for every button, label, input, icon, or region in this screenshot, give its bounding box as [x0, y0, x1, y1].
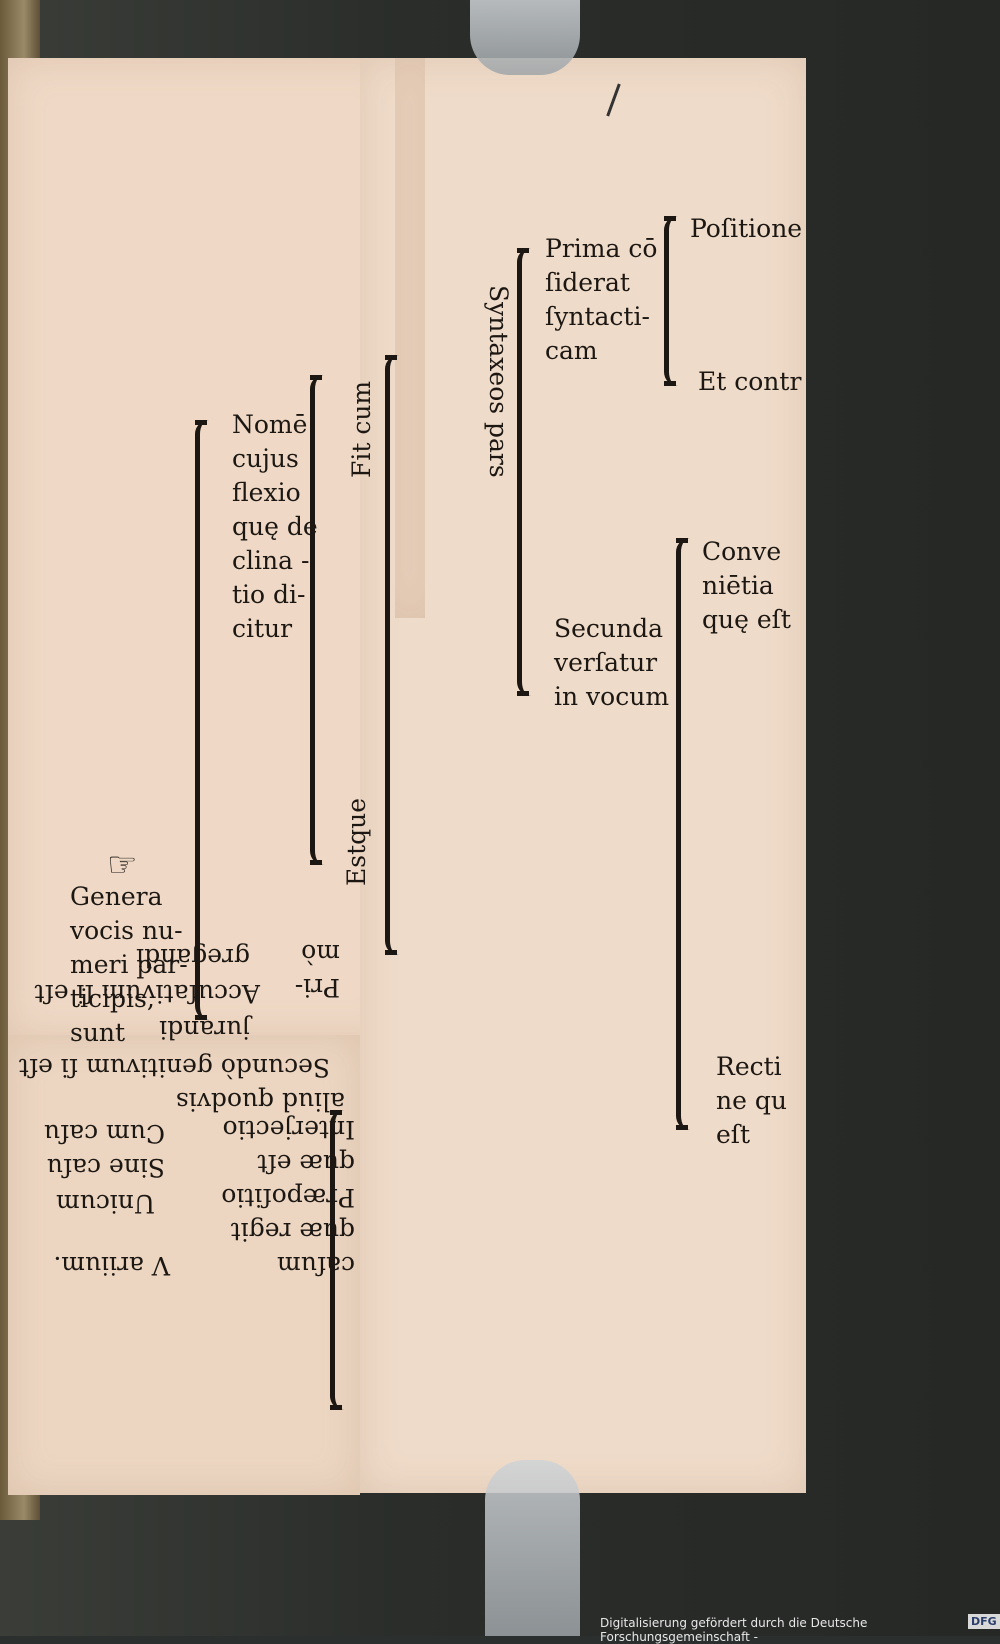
rectione-text: Recti ne qu eſt — [716, 1052, 787, 1149]
paper-left-top — [8, 58, 403, 1038]
nome-text: Nomē cujus flexio quę de clina - tio di-… — [232, 410, 318, 643]
cum-casu-text: Cum caſu — [43, 1119, 165, 1148]
brace-casum — [330, 1110, 347, 1410]
paper-strip — [395, 58, 425, 618]
convenientia-text: Conve niētia quę eſt — [702, 537, 791, 634]
accusativum-text: Accuſativum ſi eſt — [34, 979, 260, 1008]
genera-text: Genera vocis nu- meri par- ticipis, sunt — [70, 882, 188, 1047]
prima-text: Prima cō ſiderat ſyntacti- cam — [545, 234, 658, 365]
brace-fitcum — [310, 375, 329, 865]
sine-casu-text: Sine caſu — [46, 1153, 165, 1182]
syntaxeos-text: Syntaxeos pars — [484, 285, 513, 478]
estque-text: Estque — [342, 797, 371, 886]
pointing-hand-icon: ☞ — [107, 845, 138, 885]
fit-cum-text: Fit cum — [347, 380, 376, 478]
variorum-text: V ariium. — [53, 1251, 170, 1280]
brace-nome — [195, 420, 214, 1020]
brace-syntaxeos — [517, 248, 538, 696]
secundo-text: Secundò genitivum ſi eſt — [18, 1053, 330, 1082]
credit-text: Digitalisierung gefördert durch die Deut… — [600, 1616, 868, 1644]
mo-pri-text: Pri- mò — [294, 939, 340, 1002]
et-contr-text: Et contr — [698, 367, 802, 396]
aliud-text: aliud quodvis — [175, 1087, 345, 1116]
paper-right-foldout — [360, 58, 806, 1493]
jurandi-text: jurandi — [159, 1015, 250, 1044]
dfg-logo: DFG — [968, 1614, 1000, 1629]
secunda-text: Secunda verſatur in vocum — [554, 614, 670, 711]
upside-down-block: caſum quæ regit Præpoſitio quæ eſt Inter… — [10, 939, 355, 1490]
unicum-text: Unicum — [56, 1189, 155, 1218]
positione-text: Poſitione — [690, 214, 803, 243]
top-clip — [470, 0, 580, 75]
brace-secunda — [676, 538, 697, 1130]
bottom-clip — [485, 1460, 580, 1636]
brace-fitcum-right — [385, 355, 400, 955]
gregandi-text: gregandi — [136, 943, 250, 972]
paper-left-bottom — [8, 1035, 360, 1495]
brace-prima — [664, 216, 685, 386]
